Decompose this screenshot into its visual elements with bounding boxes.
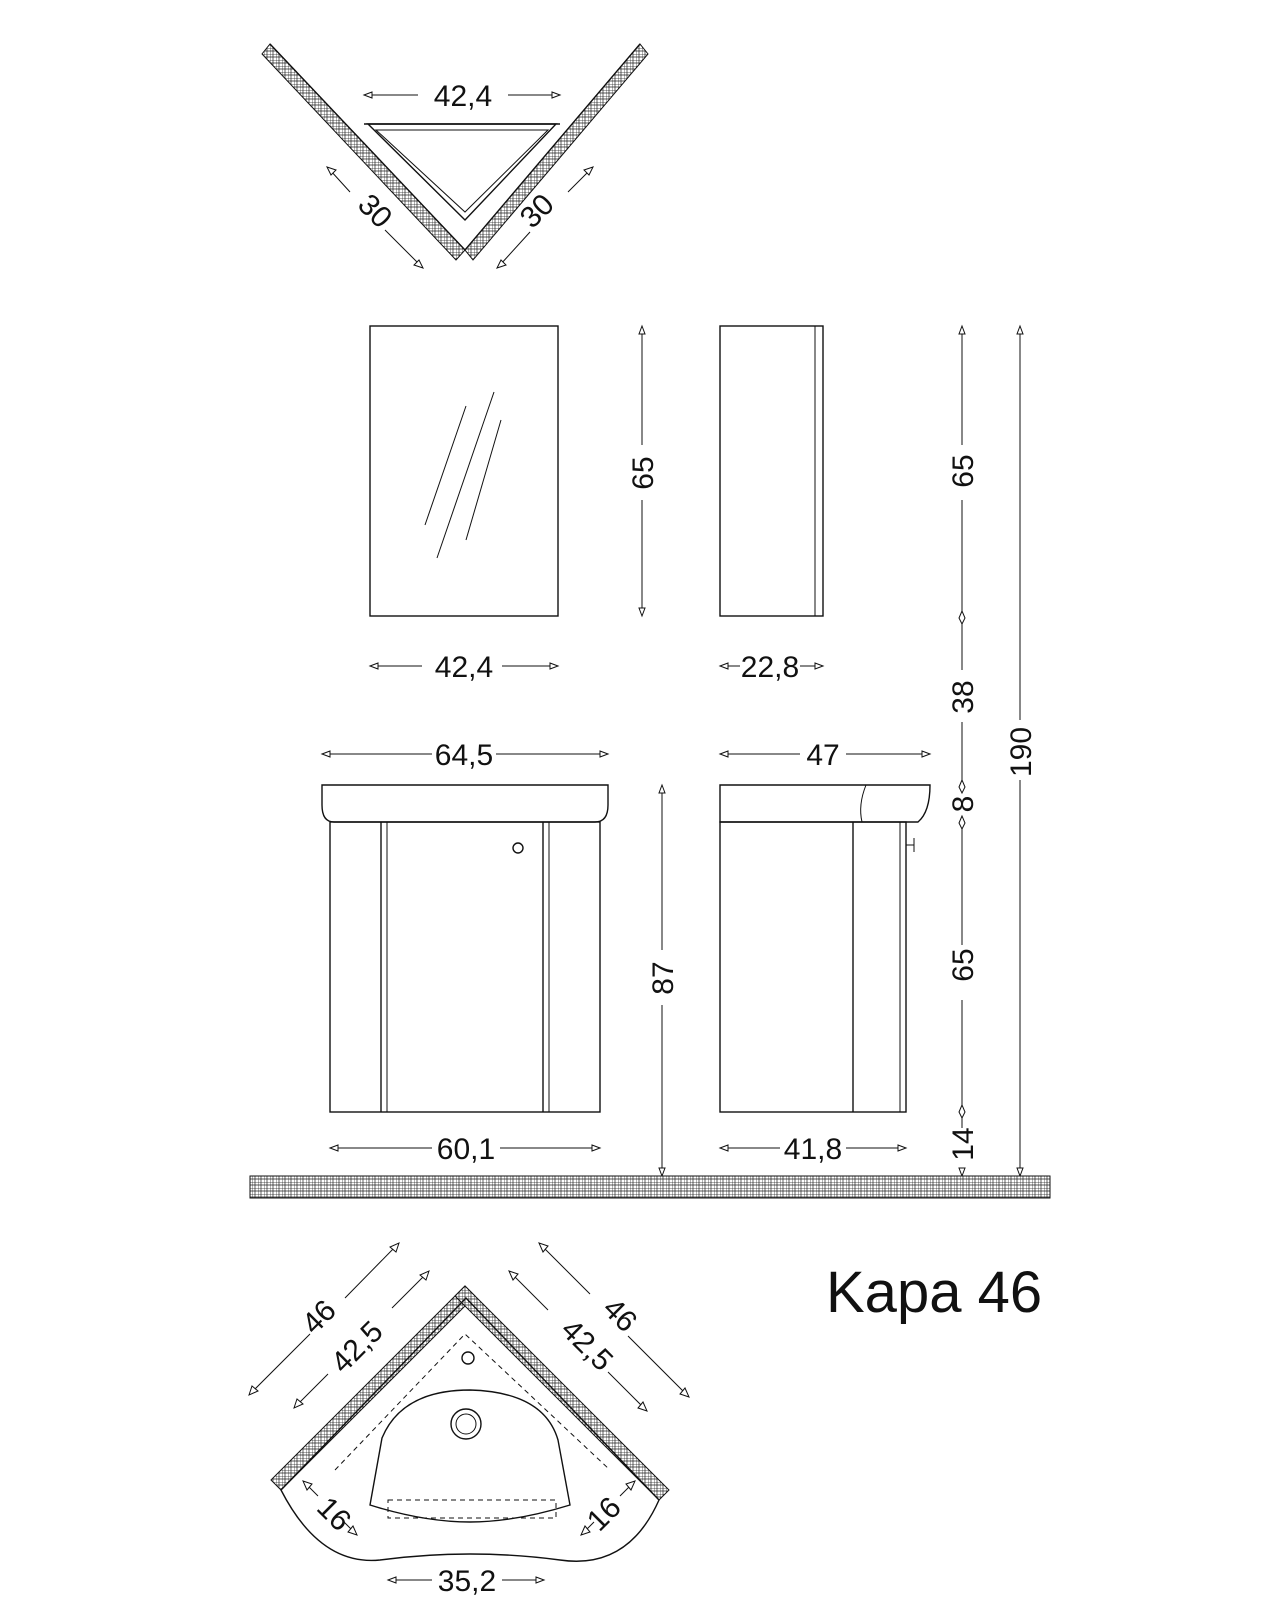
elevation-gap-label: 38 bbox=[947, 680, 980, 713]
top-corner-shelf-plan: 42,4 30 30 bbox=[261, 43, 649, 269]
front-top-width-dimension: 64,5 bbox=[320, 739, 610, 772]
total-height-dimension: 190 bbox=[1005, 324, 1038, 1178]
base-cabinet-side: 47 41,8 bbox=[718, 739, 932, 1166]
basin-outline bbox=[280, 1296, 660, 1562]
door-knob bbox=[512, 842, 524, 854]
mirror-height-label: 65 bbox=[627, 456, 660, 489]
wall-inner-line bbox=[269, 43, 641, 252]
shelf-width-dimension: 42,4 bbox=[362, 80, 562, 113]
basin-front-width-label: 35,2 bbox=[438, 1565, 496, 1598]
mirror-depth-label: 22,8 bbox=[741, 651, 799, 684]
elevation-cabinet-height-label: 65 bbox=[947, 948, 980, 981]
front-top-width-label: 64,5 bbox=[435, 739, 493, 772]
mirror-width-label: 42,4 bbox=[435, 651, 493, 684]
basin-bowl bbox=[369, 1389, 571, 1523]
elevation-chain-dimension: 65 38 8 65 14 bbox=[947, 324, 980, 1178]
shelf-left-depth-label: 30 bbox=[351, 188, 398, 235]
drain-outer bbox=[450, 1408, 482, 1440]
mirror-cabinet-side: 22,8 bbox=[718, 325, 825, 684]
basin-outer-right-dimension: 46 bbox=[538, 1242, 690, 1398]
product-title: Kapa 46 bbox=[826, 1260, 1042, 1325]
mirror-cabinet-front: 42,4 65 bbox=[368, 324, 660, 684]
basin-top-front bbox=[321, 784, 609, 823]
basin-inner-left-dimension: 42,5 bbox=[293, 1270, 430, 1409]
mirror-width-dimension: 42,4 bbox=[368, 651, 560, 684]
basin-outer-left-dimension: 46 bbox=[248, 1242, 400, 1396]
front-body-width-dimension: 60,1 bbox=[328, 1133, 602, 1166]
shelf-right-depth-dimension: 30 bbox=[496, 166, 594, 269]
basin-front-left-dimension: 16 bbox=[302, 1480, 358, 1538]
tap-hole bbox=[461, 1351, 475, 1365]
base-height-label: 87 bbox=[647, 961, 680, 994]
total-height-label: 190 bbox=[1005, 727, 1038, 777]
base-cabinet-front: 64,5 60,1 87 bbox=[320, 739, 680, 1178]
elevation-mirror-height-label: 65 bbox=[947, 454, 980, 487]
elevation-floor-gap-label: 14 bbox=[947, 1127, 980, 1160]
floor-hatch bbox=[249, 1175, 1051, 1199]
drain-fitting bbox=[906, 838, 915, 852]
side-top-width-dimension: 47 bbox=[718, 739, 932, 772]
basin-outer-left-label: 46 bbox=[296, 1294, 343, 1341]
basin-outer-right-label: 46 bbox=[596, 1292, 643, 1339]
side-body-width-dimension: 41,8 bbox=[718, 1133, 908, 1166]
basin-inner-right-dimension: 42,5 bbox=[508, 1270, 648, 1412]
drain-inner bbox=[455, 1413, 477, 1435]
front-body-width-label: 60,1 bbox=[437, 1133, 495, 1166]
basin-top-side bbox=[719, 784, 931, 823]
wall-hatch-right bbox=[464, 43, 649, 261]
mirror-height-dimension: 65 bbox=[627, 324, 660, 618]
elevation-basin-height-label: 8 bbox=[947, 796, 980, 813]
basin-front-width-dimension: 35,2 bbox=[386, 1565, 546, 1598]
side-top-width-label: 47 bbox=[806, 739, 839, 772]
corner-basin-plan: 46 42,5 46 42,5 bbox=[248, 1242, 690, 1598]
wall-hatch-left bbox=[261, 43, 466, 261]
shelf-width-label: 42,4 bbox=[434, 80, 492, 113]
basin-front-right-dimension: 16 bbox=[580, 1480, 636, 1538]
base-height-dimension: 87 bbox=[647, 783, 680, 1178]
side-body-width-label: 41,8 bbox=[784, 1133, 842, 1166]
shelf-left-depth-dimension: 30 bbox=[326, 166, 424, 269]
mirror-depth-dimension: 22,8 bbox=[718, 651, 825, 684]
